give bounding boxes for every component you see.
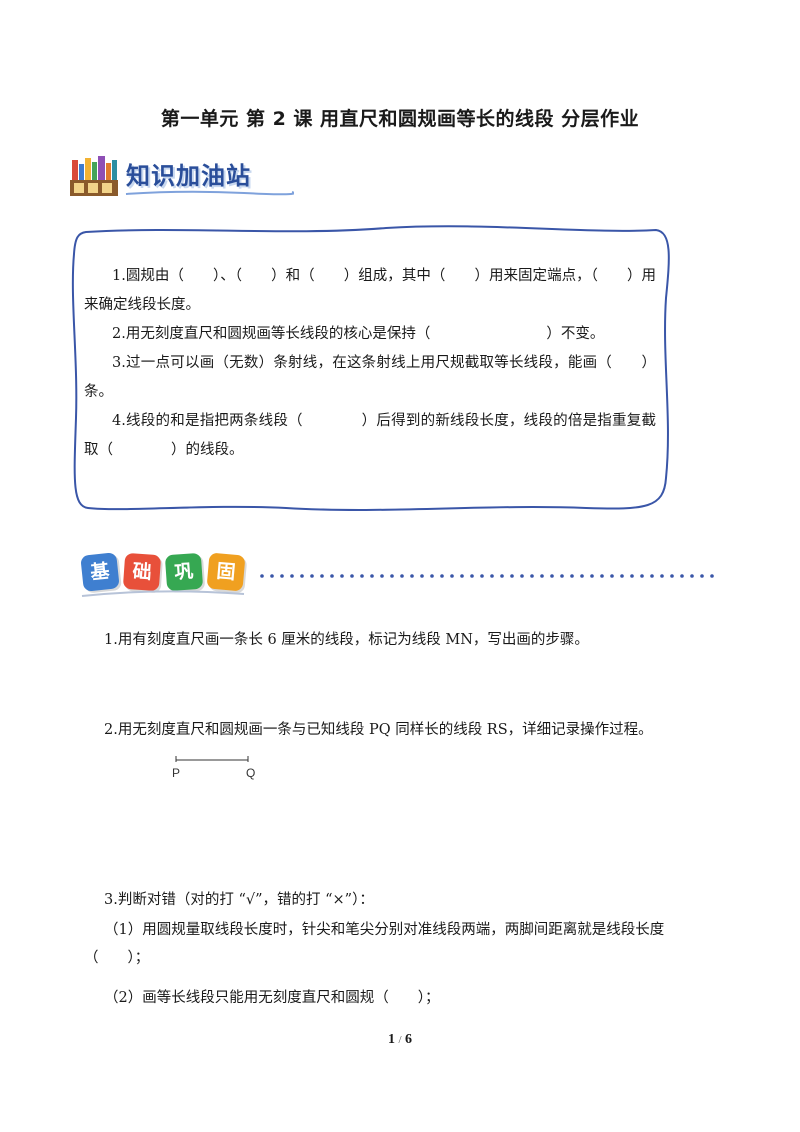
banner-swoosh: [81, 590, 245, 597]
books-icon: [70, 156, 118, 196]
basic-consolidation-banner: 基 础 巩 固: [78, 548, 718, 604]
dotted-divider: [260, 574, 714, 578]
question-3-item-1: （1）用圆规量取线段长度时，针尖和笔尖分别对准线段两端，两脚间距离就是线段长度（…: [84, 922, 665, 966]
segment-pq: P Q: [170, 754, 270, 784]
page-number: 1 / 6: [0, 1032, 800, 1048]
question-2: 2.用无刻度直尺和圆规画一条与已知线段 PQ 同样长的线段 RS，详细记录操作过…: [104, 722, 653, 738]
label-q: Q: [246, 766, 256, 780]
knowledge-content: 1.圆规由（ ）、（ ）和（ ）组成，其中（ ）用来固定端点，（ ）用来确定线段…: [84, 262, 656, 465]
knowledge-box-frame: [71, 225, 670, 511]
question-3: 3.判断对错（对的打 “√”，错的打 “×”）：: [104, 892, 374, 908]
page-current: 1: [387, 1032, 395, 1047]
knowledge-item: 3.过一点可以画（无数）条射线，在这条射线上用尺规截取等长线段，能画（ ）条。: [84, 355, 656, 400]
knowledge-item: 1.圆规由（ ）、（ ）和（ ）组成，其中（ ）用来固定端点，（ ）用来确定线段…: [84, 268, 656, 313]
heading-underline: [125, 190, 294, 196]
question-1: 1.用有刻度直尺画一条长 6 厘米的线段，标记为线段 MN，写出画的步骤。: [104, 632, 589, 648]
knowledge-item: 4.线段的和是指把两条线段（ ）后得到的新线段长度，线段的倍是指重复截取（ ）的…: [84, 413, 656, 458]
page-title: 第一单元 第 2 课 用直尺和圆规画等长的线段 分层作业: [160, 108, 640, 130]
segment-line: [175, 756, 249, 762]
page-separator: /: [398, 1034, 402, 1046]
page-total: 6: [405, 1032, 413, 1047]
question-3-item-2: （2）画等长线段只能用无刻度直尺和圆规（ ）；: [104, 990, 440, 1006]
knowledge-item: 2.用无刻度直尺和圆规画等长线段的核心是保持（ ）不变。: [112, 326, 605, 342]
label-p: P: [172, 766, 181, 780]
knowledge-station-banner: 知识加油站: [68, 152, 294, 200]
section-heading-knowledge: 知识加油站: [126, 162, 251, 190]
